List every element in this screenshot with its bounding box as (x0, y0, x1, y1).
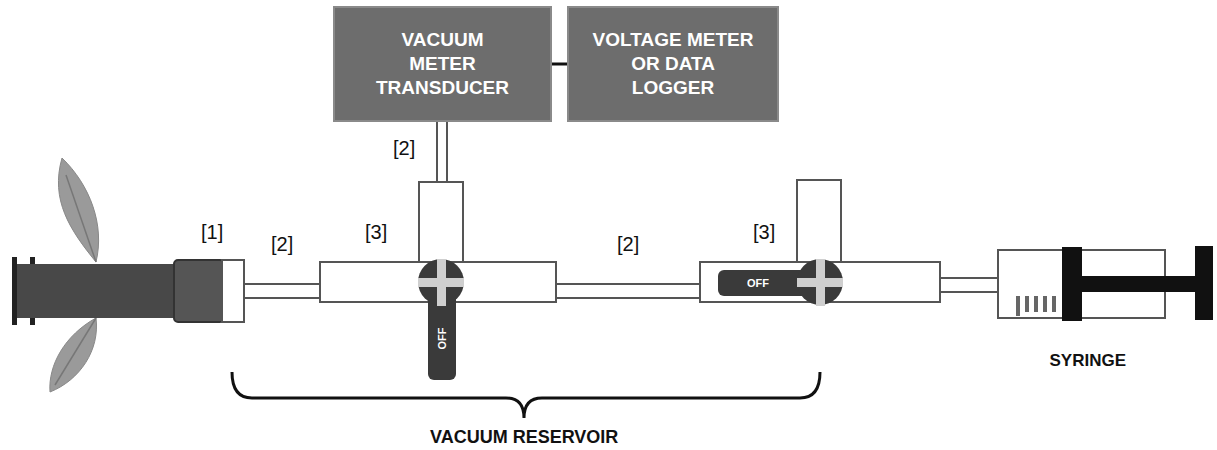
tube (437, 112, 447, 182)
valve-knob (418, 259, 464, 305)
plant-stem (17, 264, 177, 318)
group-label: VACUUM RESERVOIR (430, 428, 618, 446)
callout-number: [2] (393, 138, 415, 158)
callout-number: [2] (617, 234, 639, 254)
callout-number: [3] (753, 222, 775, 242)
box-label: VACUUM METER TRANSDUCER (376, 28, 509, 99)
callout-number: [1] (201, 222, 223, 242)
plunger (1062, 247, 1082, 321)
stopper (174, 260, 224, 322)
leaf (50, 318, 97, 392)
bracket (232, 372, 820, 418)
valve-state: OFF (747, 278, 769, 289)
callout-number: [3] (365, 222, 387, 242)
tube (556, 284, 700, 298)
leaf (58, 158, 98, 262)
callout-number: [2] (271, 234, 293, 254)
instrument-box: VACUUM METER TRANSDUCER (333, 6, 552, 122)
valve-knob (797, 259, 843, 305)
valve-state: OFF (437, 327, 448, 349)
tube (940, 278, 998, 292)
graduation-marks (1016, 296, 1056, 316)
clamp-bar (12, 257, 17, 325)
instrument-box: VOLTAGE METER OR DATA LOGGER (567, 6, 779, 122)
signal-wire (552, 63, 567, 66)
tube (244, 284, 320, 298)
box-label: VOLTAGE METER OR DATA LOGGER (591, 28, 756, 99)
part-name: SYRINGE (1050, 352, 1127, 369)
